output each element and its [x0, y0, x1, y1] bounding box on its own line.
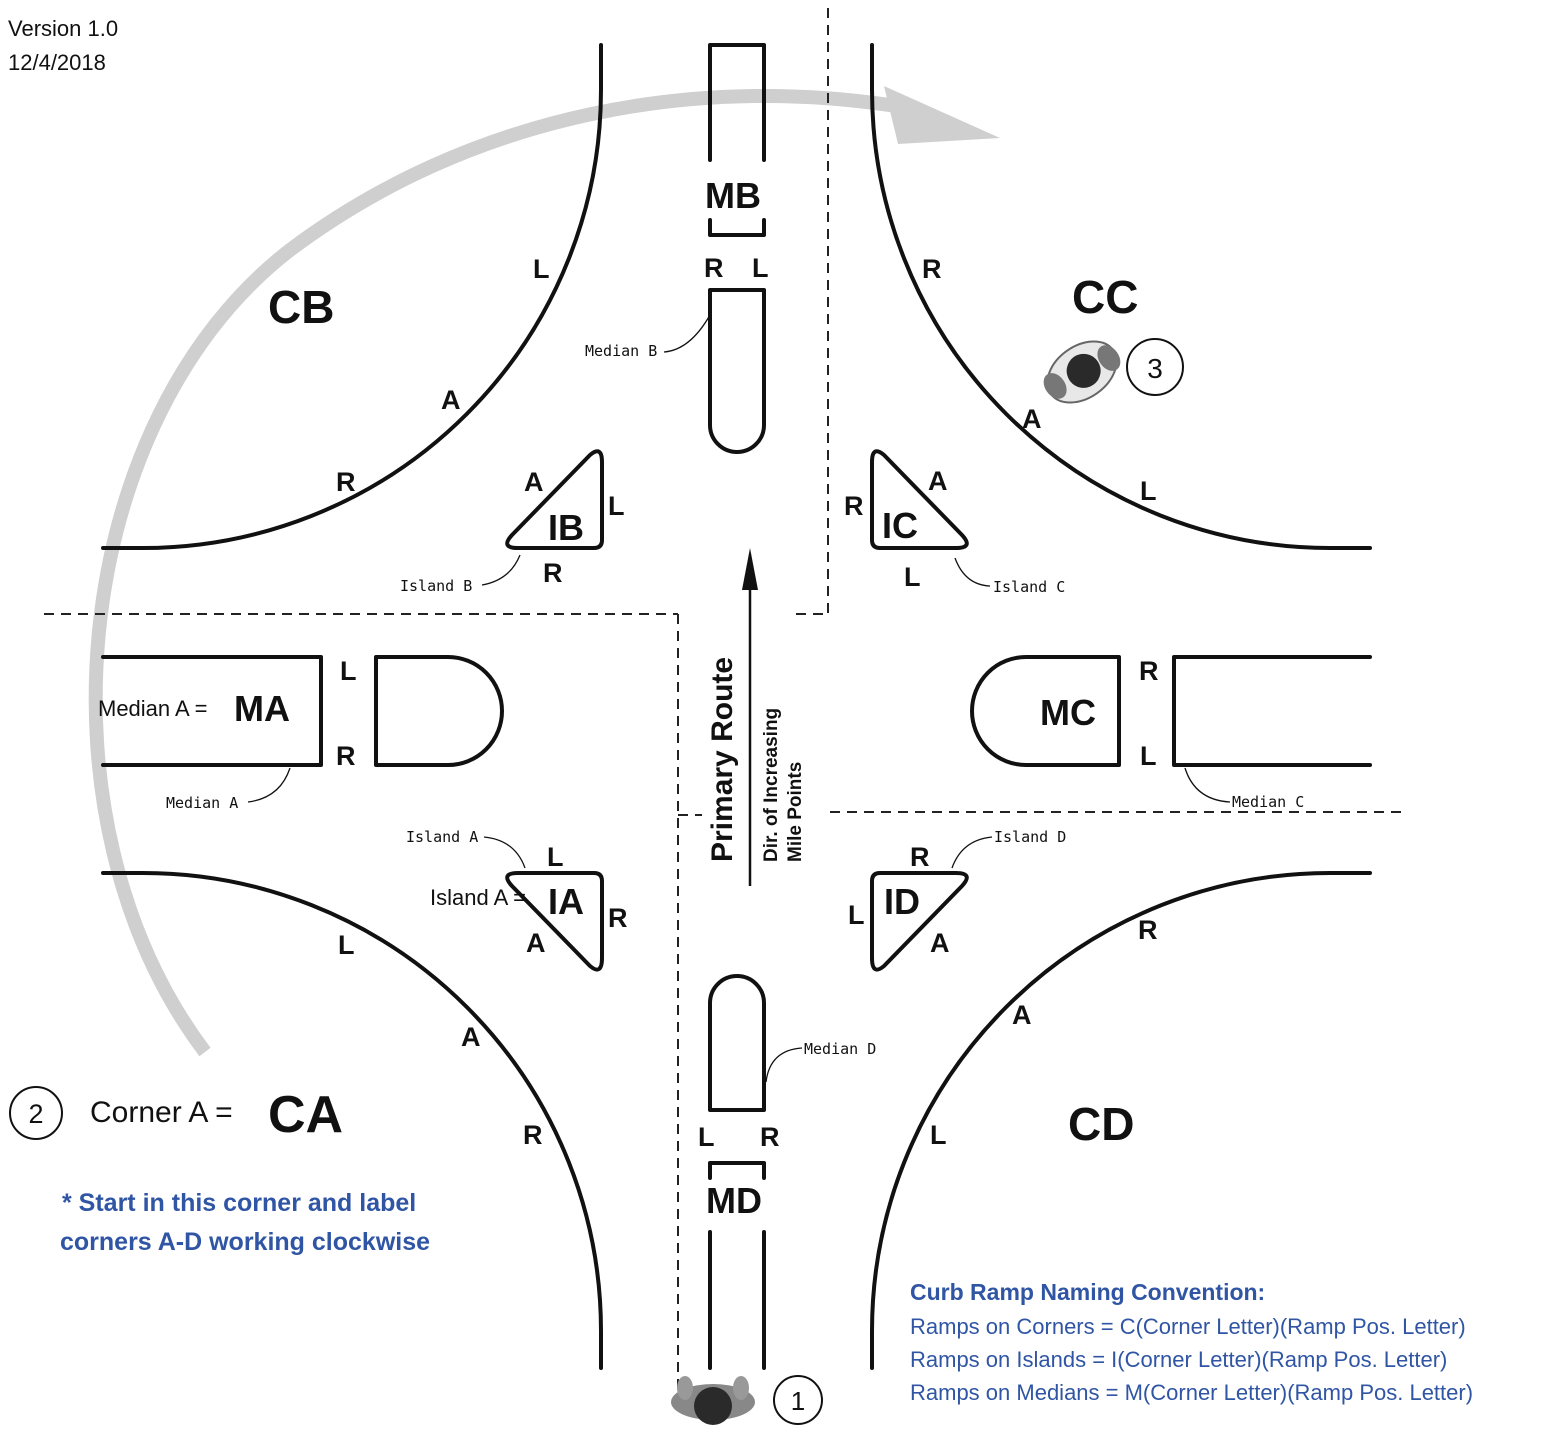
- corner-cd-label: CD: [1068, 1098, 1134, 1150]
- ramp-mc-r: R: [1139, 656, 1159, 686]
- ramp-ic-l: L: [904, 562, 921, 592]
- ramp-md-r: R: [760, 1122, 780, 1152]
- island-d-small-label: Island D: [994, 828, 1066, 846]
- ramp-cc-r: R: [922, 254, 942, 284]
- corner-cc-label: CC: [1072, 271, 1138, 323]
- ramp-mb-r: R: [704, 253, 724, 283]
- island-ia-label: IA: [548, 881, 584, 922]
- marker-two: 2: [9, 1086, 63, 1140]
- ramp-ca-l: L: [338, 930, 355, 960]
- island-id-label: ID: [884, 881, 920, 922]
- date-text: 12/4/2018: [8, 50, 106, 75]
- corner-curbs: [101, 43, 1372, 1370]
- leader-lines: [247, 314, 1231, 1083]
- naming-convention-corners: Ramps on Corners = C(Corner Letter)(Ramp…: [910, 1314, 1466, 1339]
- ramp-cb-r: R: [336, 467, 356, 497]
- ramp-cc-a: A: [1022, 404, 1042, 434]
- ramp-ca-a: A: [461, 1022, 481, 1052]
- island-shapes: [505, 449, 969, 972]
- corner-a-prefix: Corner A =: [90, 1096, 233, 1129]
- ramp-mb-l: L: [752, 253, 769, 283]
- corner-ca-label: CA: [268, 1086, 343, 1144]
- pedestrian-icon-corner-c: [1043, 340, 1121, 404]
- island-c-small-label: Island C: [993, 578, 1065, 596]
- ramp-ic-r: R: [844, 491, 864, 521]
- ramp-md-l: L: [698, 1122, 715, 1152]
- pedestrian-icon-bottom: [671, 1376, 755, 1425]
- median-a-small-label: Median A: [166, 794, 238, 812]
- island-ic-label: IC: [882, 505, 918, 546]
- ramp-id-l: L: [848, 900, 865, 930]
- primary-route-label: Primary Route: [706, 657, 739, 862]
- ramp-cd-a: A: [1012, 1000, 1032, 1030]
- ramp-cd-l: L: [930, 1120, 947, 1150]
- island-ib-label: IB: [548, 507, 584, 548]
- clockwise-arrow: [88, 86, 1000, 1057]
- ramp-cb-a: A: [441, 385, 461, 415]
- ramp-id-r: R: [910, 842, 930, 872]
- median-mc-label: MC: [1040, 692, 1096, 733]
- ramp-ic-a: A: [928, 466, 948, 496]
- marker-two-text: 2: [28, 1099, 43, 1129]
- ramp-ib-l: L: [608, 491, 625, 521]
- median-md-label: MD: [706, 1180, 762, 1221]
- centerlines: [44, 8, 1402, 1400]
- ramp-ia-r: R: [608, 903, 628, 933]
- ramp-cc-l: L: [1140, 476, 1157, 506]
- ramp-ib-r: R: [543, 558, 563, 588]
- direction-arrow: [742, 548, 758, 886]
- marker-three: 3: [1126, 338, 1184, 396]
- naming-convention-medians: Ramps on Medians = M(Corner Letter)(Ramp…: [910, 1380, 1473, 1405]
- ramp-cd-r: R: [1138, 915, 1158, 945]
- corner-cb-label: CB: [268, 281, 334, 333]
- median-mb-label: MB: [705, 175, 761, 216]
- island-a-small-label: Island A: [406, 828, 478, 846]
- median-shapes: [101, 43, 1372, 1370]
- median-ma-label: MA: [234, 688, 290, 729]
- ramp-ma-r: R: [336, 741, 356, 771]
- median-a-prefix: Median A =: [98, 696, 207, 721]
- start-note-line2: corners A-D working clockwise: [60, 1228, 430, 1256]
- direction-label-line1: Dir. of Increasing: [761, 708, 782, 862]
- island-a-prefix: Island A =: [430, 885, 526, 910]
- ramp-mc-l: L: [1140, 741, 1157, 771]
- marker-three-text: 3: [1147, 353, 1163, 384]
- start-note-line1: * Start in this corner and label: [62, 1189, 416, 1217]
- median-b-small-label: Median B: [585, 342, 657, 360]
- ramp-ma-l: L: [340, 656, 357, 686]
- marker-one: 1: [773, 1375, 823, 1425]
- ramp-ca-r: R: [523, 1120, 543, 1150]
- island-b-small-label: Island B: [400, 577, 472, 595]
- median-c-small-label: Median C: [1232, 793, 1304, 811]
- marker-one-text: 1: [791, 1386, 805, 1416]
- ramp-ia-l: L: [547, 842, 564, 872]
- ramp-id-a: A: [930, 928, 950, 958]
- naming-convention-islands: Ramps on Islands = I(Corner Letter)(Ramp…: [910, 1347, 1447, 1372]
- naming-convention-title: Curb Ramp Naming Convention:: [910, 1279, 1265, 1305]
- ramp-cb-l: L: [533, 254, 550, 284]
- ramp-ib-a: A: [524, 467, 544, 497]
- version-text: Version 1.0: [8, 16, 118, 41]
- ramp-ia-a: A: [526, 928, 546, 958]
- direction-label-line2: Mile Points: [785, 762, 806, 862]
- median-d-small-label: Median D: [804, 1040, 876, 1058]
